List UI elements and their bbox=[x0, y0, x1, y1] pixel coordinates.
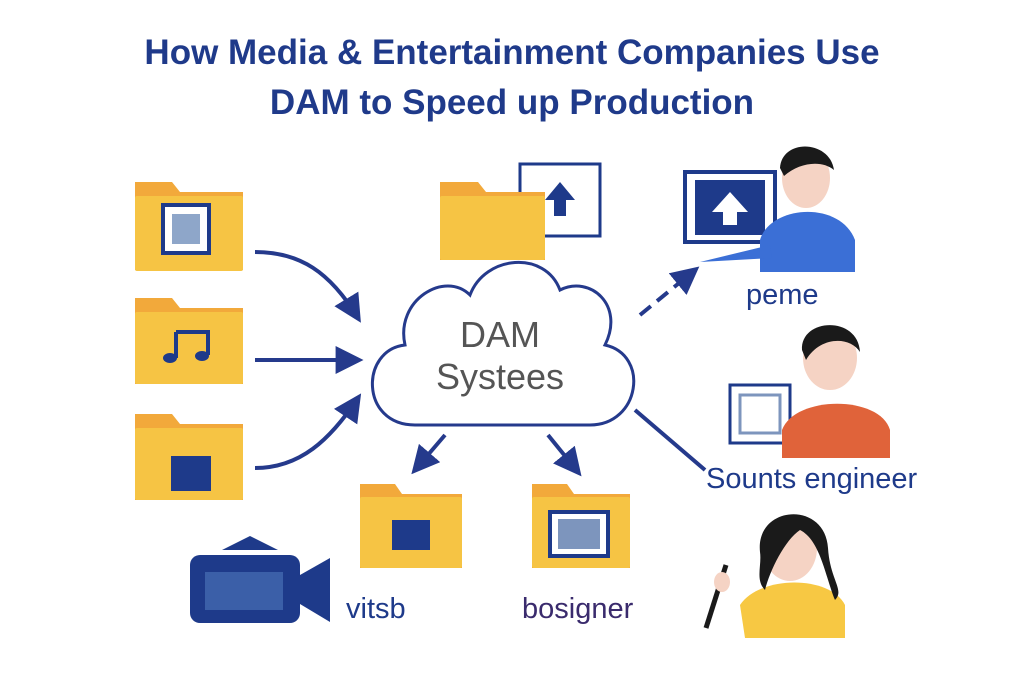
cloud-icon bbox=[371, 260, 636, 427]
role-label-middle-right: Sounts engineer bbox=[706, 463, 918, 495]
video-folder-icon bbox=[360, 484, 462, 568]
video-camera-icon bbox=[190, 536, 330, 623]
upload-folder-icon bbox=[440, 162, 602, 260]
music-folder-icon bbox=[135, 298, 243, 384]
role-label-top-right: peme bbox=[746, 279, 819, 311]
page-title: How Media & Entertainment Companies Use … bbox=[0, 28, 1024, 128]
person-icon-bottom bbox=[703, 514, 845, 638]
title-line-2: DAM to Speed up Production bbox=[269, 83, 755, 122]
clapper-folder-icon bbox=[135, 414, 243, 500]
role-label-bottom-middle: bosigner bbox=[522, 593, 634, 625]
person-icon-middle bbox=[728, 325, 890, 458]
cloud-label-line-1: DAM bbox=[460, 314, 540, 355]
cloud-label-line-2: Systees bbox=[435, 356, 565, 397]
image-folder-icon bbox=[135, 182, 243, 271]
role-label-bottom-left: vitsb bbox=[346, 593, 406, 625]
output-arrows bbox=[411, 266, 707, 477]
film-folder-icon bbox=[532, 484, 630, 568]
person-icon-top bbox=[683, 146, 855, 272]
title-line-1: How Media & Entertainment Companies Use bbox=[144, 33, 880, 72]
input-arrows bbox=[254, 250, 364, 470]
